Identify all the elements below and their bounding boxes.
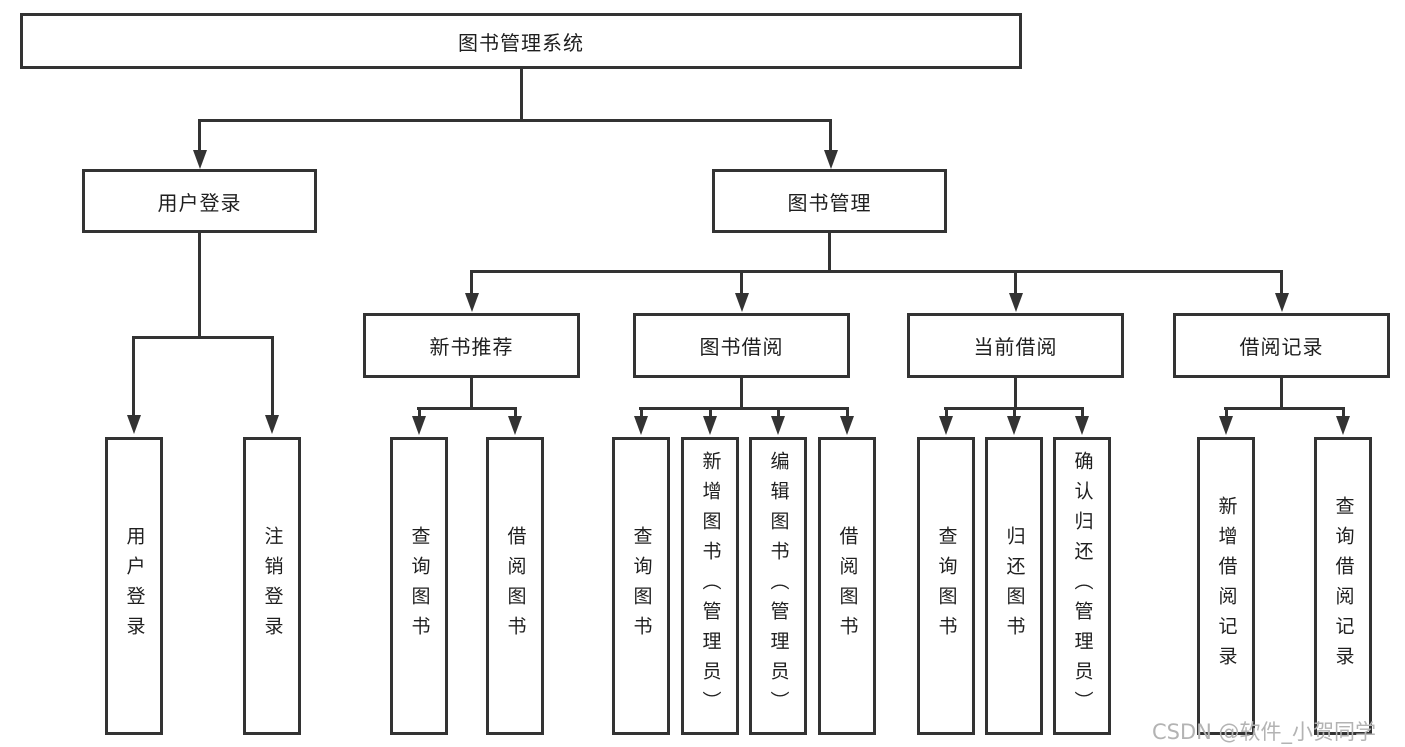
node-new-book-recommend: 新书推荐: [363, 313, 580, 378]
connector-vline: [470, 378, 473, 409]
connector-vline: [945, 407, 948, 418]
arrowhead-down-icon: [840, 416, 854, 435]
connector-vline: [514, 407, 517, 418]
arrowhead-down-icon: [634, 416, 648, 435]
connector-hline: [198, 119, 832, 122]
arrowhead-down-icon: [771, 416, 785, 435]
connector-vline: [829, 119, 832, 152]
connector-hline: [1224, 407, 1345, 410]
connector-vline: [520, 69, 523, 120]
node-book-borrow: 图书借阅: [633, 313, 850, 378]
connector-hline: [470, 270, 1283, 273]
connector-vline: [470, 270, 473, 295]
leaf-user-login: 用户登录: [105, 437, 163, 735]
leaf-query-books-borrow: 查询图书: [612, 437, 670, 735]
watermark-text: CSDN @软件_小贺同学: [1152, 720, 1377, 744]
connector-vline: [418, 407, 421, 418]
arrowhead-down-icon: [824, 150, 838, 169]
node-label: 注销登录: [261, 526, 284, 646]
arrowhead-down-icon: [265, 415, 279, 434]
node-label: 借阅图书: [836, 526, 859, 646]
connector-hline: [639, 407, 849, 410]
leaf-add-books-admin: 新增图书（管理员）: [681, 437, 739, 735]
arrowhead-down-icon: [735, 293, 749, 312]
connector-vline: [1342, 407, 1345, 418]
node-label: 用户登录: [123, 526, 146, 646]
leaf-query-books-current: 查询图书: [917, 437, 975, 735]
node-borrow-records: 借阅记录: [1173, 313, 1390, 378]
node-label: 确认归还（管理员）: [1071, 451, 1094, 721]
node-label: 查询图书: [408, 526, 431, 646]
connector-hline: [417, 407, 517, 410]
arrowhead-down-icon: [1075, 416, 1089, 435]
node-current-borrow: 当前借阅: [907, 313, 1124, 378]
connector-vline: [740, 270, 743, 295]
node-label: 归还图书: [1003, 526, 1026, 646]
connector-vline: [198, 233, 201, 338]
connector-vline: [271, 336, 274, 416]
arrowhead-down-icon: [193, 150, 207, 169]
connector-vline: [1081, 407, 1084, 418]
arrowhead-down-icon: [1275, 293, 1289, 312]
node-root: 图书管理系统: [20, 13, 1022, 69]
node-label: 新增借阅记录: [1215, 496, 1238, 676]
leaf-borrow-books-borrow: 借阅图书: [818, 437, 876, 735]
arrowhead-down-icon: [1336, 416, 1350, 435]
connector-vline: [1014, 378, 1017, 409]
arrowhead-down-icon: [1009, 293, 1023, 312]
leaf-confirm-return-admin: 确认归还（管理员）: [1053, 437, 1111, 735]
connector-vline: [1014, 270, 1017, 295]
connector-vline: [777, 407, 780, 418]
connector-vline: [1280, 378, 1283, 409]
connector-vline: [1280, 270, 1283, 295]
connector-vline: [846, 407, 849, 418]
connector-vline: [709, 407, 712, 418]
node-label: 借阅图书: [504, 526, 527, 646]
arrowhead-down-icon: [1219, 416, 1233, 435]
leaf-return-books: 归还图书: [985, 437, 1043, 735]
leaf-logout-login: 注销登录: [243, 437, 301, 735]
node-book-management: 图书管理: [712, 169, 947, 233]
connector-vline: [740, 378, 743, 409]
connector-vline: [132, 336, 135, 416]
node-label: 编辑图书（管理员）: [767, 451, 790, 721]
node-user-login: 用户登录: [82, 169, 317, 233]
leaf-query-books-recommend: 查询图书: [390, 437, 448, 735]
leaf-add-borrow-record: 新增借阅记录: [1197, 437, 1255, 735]
connector-vline: [828, 233, 831, 273]
connector-vline: [640, 407, 643, 418]
leaf-edit-books-admin: 编辑图书（管理员）: [749, 437, 807, 735]
node-label: 新增图书（管理员）: [699, 451, 722, 721]
connector-vline: [198, 119, 201, 152]
node-label: 查询借阅记录: [1332, 496, 1355, 676]
arrowhead-down-icon: [127, 415, 141, 434]
arrowhead-down-icon: [1007, 416, 1021, 435]
leaf-query-borrow-record: 查询借阅记录: [1314, 437, 1372, 735]
connector-vline: [1013, 407, 1016, 418]
node-label: 查询图书: [935, 526, 958, 646]
connector-vline: [1225, 407, 1228, 418]
connector-hline: [132, 336, 274, 339]
leaf-borrow-books-recommend: 借阅图书: [486, 437, 544, 735]
arrowhead-down-icon: [508, 416, 522, 435]
arrowhead-down-icon: [703, 416, 717, 435]
node-label: 查询图书: [630, 526, 653, 646]
arrowhead-down-icon: [939, 416, 953, 435]
arrowhead-down-icon: [465, 293, 479, 312]
arrowhead-down-icon: [412, 416, 426, 435]
